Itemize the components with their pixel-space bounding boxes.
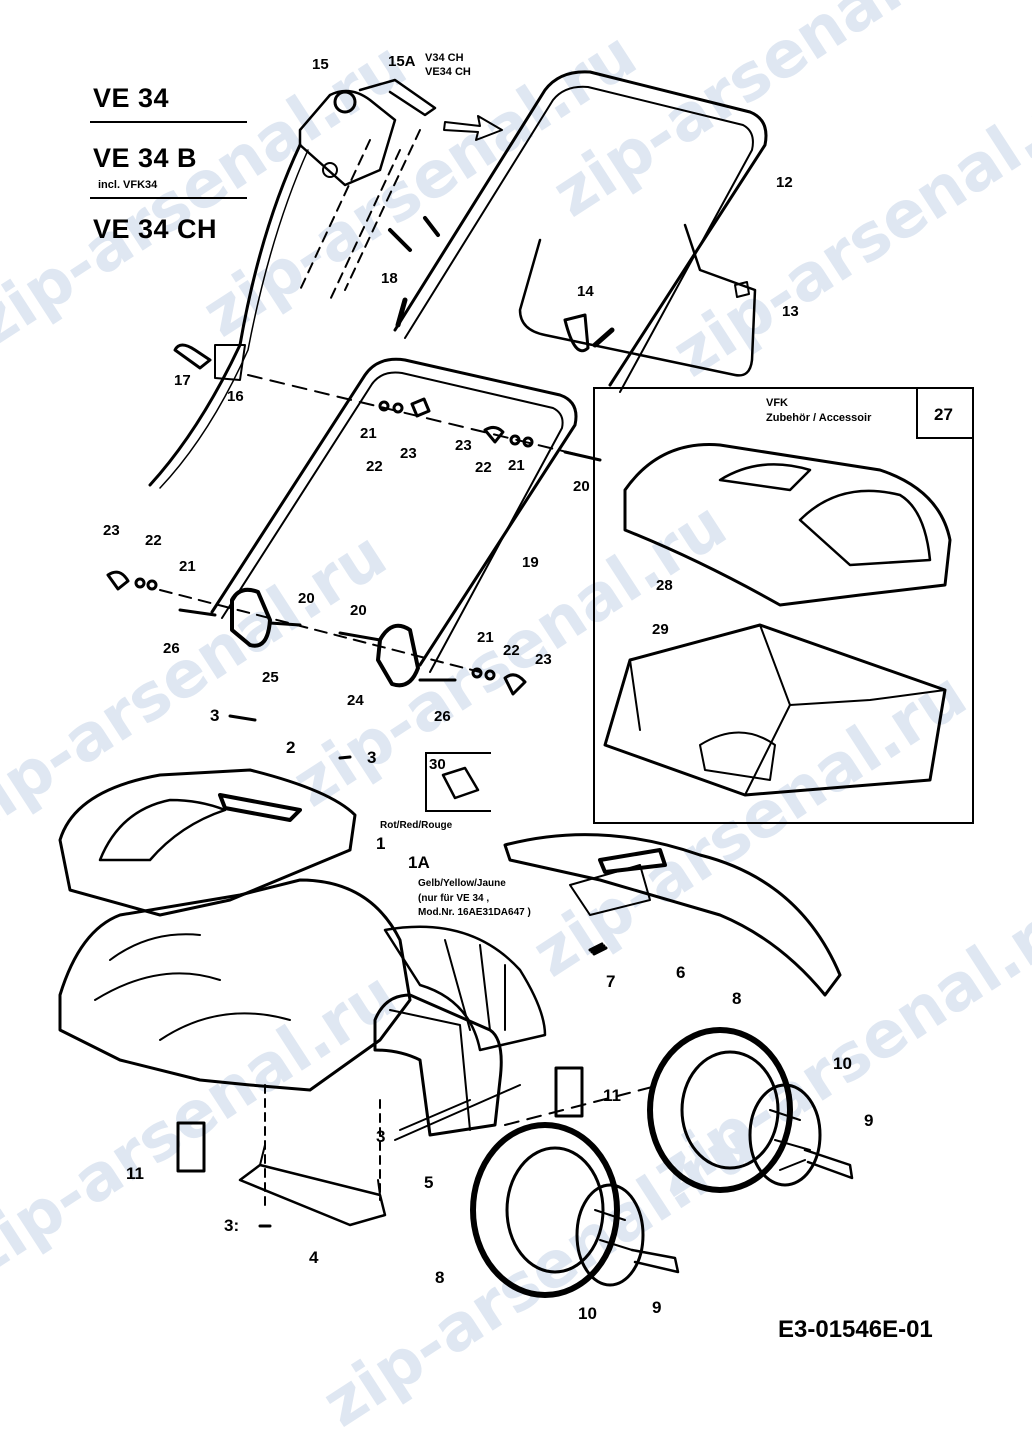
- callout-23: 23: [103, 522, 120, 539]
- callout-30: 30: [429, 756, 446, 773]
- callout-20: 20: [298, 590, 315, 607]
- callout-22: 22: [145, 532, 162, 549]
- callout-25: 25: [262, 669, 279, 686]
- callout-21: 21: [477, 629, 494, 646]
- callout-28: 28: [656, 577, 673, 594]
- catcher-basket-part: [603, 623, 947, 797]
- callout-22: 22: [366, 458, 383, 475]
- callout-8: 8: [435, 1268, 445, 1287]
- wire-note-yellow-scope: (nur für VE 34 ,: [418, 893, 490, 904]
- bracket-11-right: [554, 1066, 584, 1118]
- lower-handle-part: [210, 357, 578, 673]
- rear-flap-part: [373, 993, 503, 1137]
- accessory-subtitle: Zubehör / Accessoir: [766, 412, 872, 424]
- screw-18-part: [388, 216, 440, 252]
- callout-23: 23: [400, 445, 417, 462]
- callout-16: 16: [227, 388, 244, 405]
- wire-note-yellow-model: Mod.Nr. 16AE31DA647 ): [418, 907, 531, 918]
- callout-11: 11: [603, 1086, 621, 1105]
- rear-cover-part: [503, 833, 842, 997]
- bracket-11-left: [176, 1121, 206, 1173]
- catcher-top-part: [623, 443, 952, 607]
- motor-hood-part: [58, 768, 357, 917]
- callout-29: 29: [652, 621, 669, 638]
- callout-20: 20: [573, 478, 590, 495]
- callout-7: 7: [606, 972, 616, 991]
- callout-21: 21: [508, 457, 525, 474]
- callout-3: 3:: [224, 1216, 240, 1235]
- wire-note-yellow: Gelb/Yellow/Jaune: [418, 878, 506, 889]
- callout-10: 10: [578, 1304, 597, 1323]
- callout-8: 8: [732, 989, 742, 1008]
- model-note: incl. VFK34: [98, 179, 158, 191]
- callout-1a: 1A: [408, 853, 430, 872]
- callout-19: 19: [522, 554, 539, 571]
- callout-9: 9: [864, 1111, 874, 1130]
- model-divider: [90, 121, 247, 123]
- callout-5: 5: [424, 1173, 434, 1192]
- callout-26: 26: [163, 640, 180, 657]
- model-title-ve34b: VE 34 B: [93, 143, 198, 173]
- direction-arrow: [443, 115, 503, 141]
- handle-mount-parts: [178, 587, 457, 688]
- handle-hardware: [106, 397, 602, 696]
- rear-wheel-assembly: [647, 1027, 854, 1193]
- callout-15a: 15A: [388, 53, 416, 70]
- callout-1: 1: [376, 834, 386, 853]
- cable-clip-part: [173, 343, 601, 461]
- callout-23: 23: [455, 437, 472, 454]
- accessory-number: 27: [934, 405, 953, 424]
- wheel-axis-line: [504, 1084, 661, 1126]
- model-divider: [90, 197, 247, 199]
- callout-9: 9: [652, 1298, 662, 1317]
- callout-15: 15: [312, 56, 329, 73]
- callout-4: 4: [309, 1248, 319, 1267]
- accessory-title: VFK: [766, 397, 788, 409]
- callout-22: 22: [503, 642, 520, 659]
- callout-11: 11: [126, 1164, 144, 1183]
- model-title-ve34ch: VE 34 CH: [93, 214, 218, 244]
- callout-2: 2: [286, 738, 296, 757]
- callout-20: 20: [350, 602, 367, 619]
- upper-handle-part: [393, 70, 768, 393]
- callout-13: 13: [782, 303, 799, 320]
- callout-3: 3: [376, 1127, 386, 1146]
- wire-note-red: Rot/Red/Rouge: [380, 820, 453, 831]
- part-30-icon: [441, 766, 480, 800]
- callout-21: 21: [360, 425, 377, 442]
- callout-21: 21: [179, 558, 196, 575]
- front-plate-part: [238, 1084, 387, 1227]
- callout-26: 26: [434, 708, 451, 725]
- switch-box-part: [148, 78, 437, 489]
- bail-lever-part: [518, 223, 757, 377]
- callout-12: 12: [776, 174, 793, 191]
- drawing-code: E3-01546E-01: [778, 1316, 933, 1343]
- front-wheel-assembly: [470, 1122, 680, 1298]
- callout-14: 14: [577, 283, 594, 300]
- callout-22: 22: [475, 459, 492, 476]
- screw-3-parts: [228, 714, 521, 1228]
- callout-3: 3: [210, 706, 220, 725]
- variant-label: VE34 CH: [425, 66, 471, 78]
- callout-24: 24: [347, 692, 364, 709]
- part-30-box: [425, 752, 491, 812]
- spring-part: [588, 942, 608, 956]
- callout-17: 17: [174, 372, 191, 389]
- main-housing-part: [58, 878, 547, 1092]
- callout-18: 18: [381, 270, 398, 287]
- accessory-box: [593, 387, 974, 824]
- accessory-number-box: [916, 389, 972, 439]
- callout-6: 6: [676, 963, 686, 982]
- variant-label: V34 CH: [425, 52, 464, 64]
- callout-10: 10: [833, 1054, 852, 1073]
- callout-3: 3: [367, 748, 377, 767]
- model-title-ve34: VE 34: [93, 83, 170, 113]
- callout-23: 23: [535, 651, 552, 668]
